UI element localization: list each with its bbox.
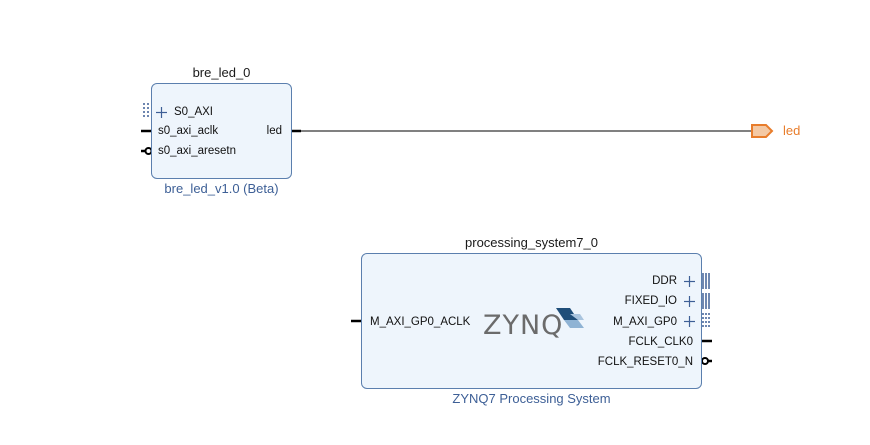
- m-axi-gp0-expand-plus-icon[interactable]: [684, 316, 695, 327]
- pin-label-s0-axi-aclk: s0_axi_aclk: [158, 125, 219, 137]
- bre-led-instance-name: bre_led_0: [192, 65, 251, 80]
- bre-led-block[interactable]: S0_AXI s0_axi_aclk s0_axi_aresetn led: [151, 83, 292, 179]
- bre-led-ip-name: bre_led_v1.0 (Beta): [164, 181, 279, 196]
- pin-label-fclk-clk0: FCLK_CLK0: [628, 336, 693, 348]
- ps7-fixed-io-pin[interactable]: [702, 293, 710, 309]
- zynq-logo-text: ZYNQ: [483, 310, 564, 341]
- pin-label-fixed-io: FIXED_IO: [624, 295, 677, 307]
- pin-label-led: led: [266, 125, 282, 137]
- pin-label-s0-axi: S0_AXI: [174, 106, 213, 118]
- pin-label-ddr: DDR: [652, 275, 677, 287]
- fixed-io-expand-plus-icon[interactable]: [684, 296, 695, 307]
- ps7-fclk-reset0-n-pin[interactable]: [701, 357, 712, 365]
- pin-label-m-axi-gp0-aclk: M_AXI_GP0_ACLK: [370, 316, 471, 328]
- ps7-instance-name: processing_system7_0: [465, 235, 598, 250]
- zynq-logo-icon: [556, 308, 584, 328]
- external-port-led-label[interactable]: led: [783, 123, 801, 138]
- bre-led-aresetn-pin[interactable]: [141, 147, 153, 155]
- bre-led-s0-axi-pin[interactable]: [143, 103, 149, 119]
- pin-label-m-axi-gp0: M_AXI_GP0: [613, 316, 677, 328]
- ps7-ddr-pin[interactable]: [702, 273, 710, 289]
- ddr-expand-plus-icon[interactable]: [684, 276, 695, 287]
- pin-label-fclk-reset0-n: FCLK_RESET0_N: [597, 356, 693, 368]
- ps7-ip-name: ZYNQ7 Processing System: [452, 391, 611, 406]
- expand-plus-icon[interactable]: [156, 107, 167, 118]
- pin-label-s0-axi-aresetn: s0_axi_aresetn: [158, 145, 236, 157]
- external-port-led-icon[interactable]: [751, 124, 774, 138]
- ps7-block[interactable]: M_AXI_GP0_ACLK ZYNQ DDR FIXED_IO M_AXI_G…: [361, 253, 702, 389]
- ps7-m-axi-gp0-pin[interactable]: [702, 313, 710, 329]
